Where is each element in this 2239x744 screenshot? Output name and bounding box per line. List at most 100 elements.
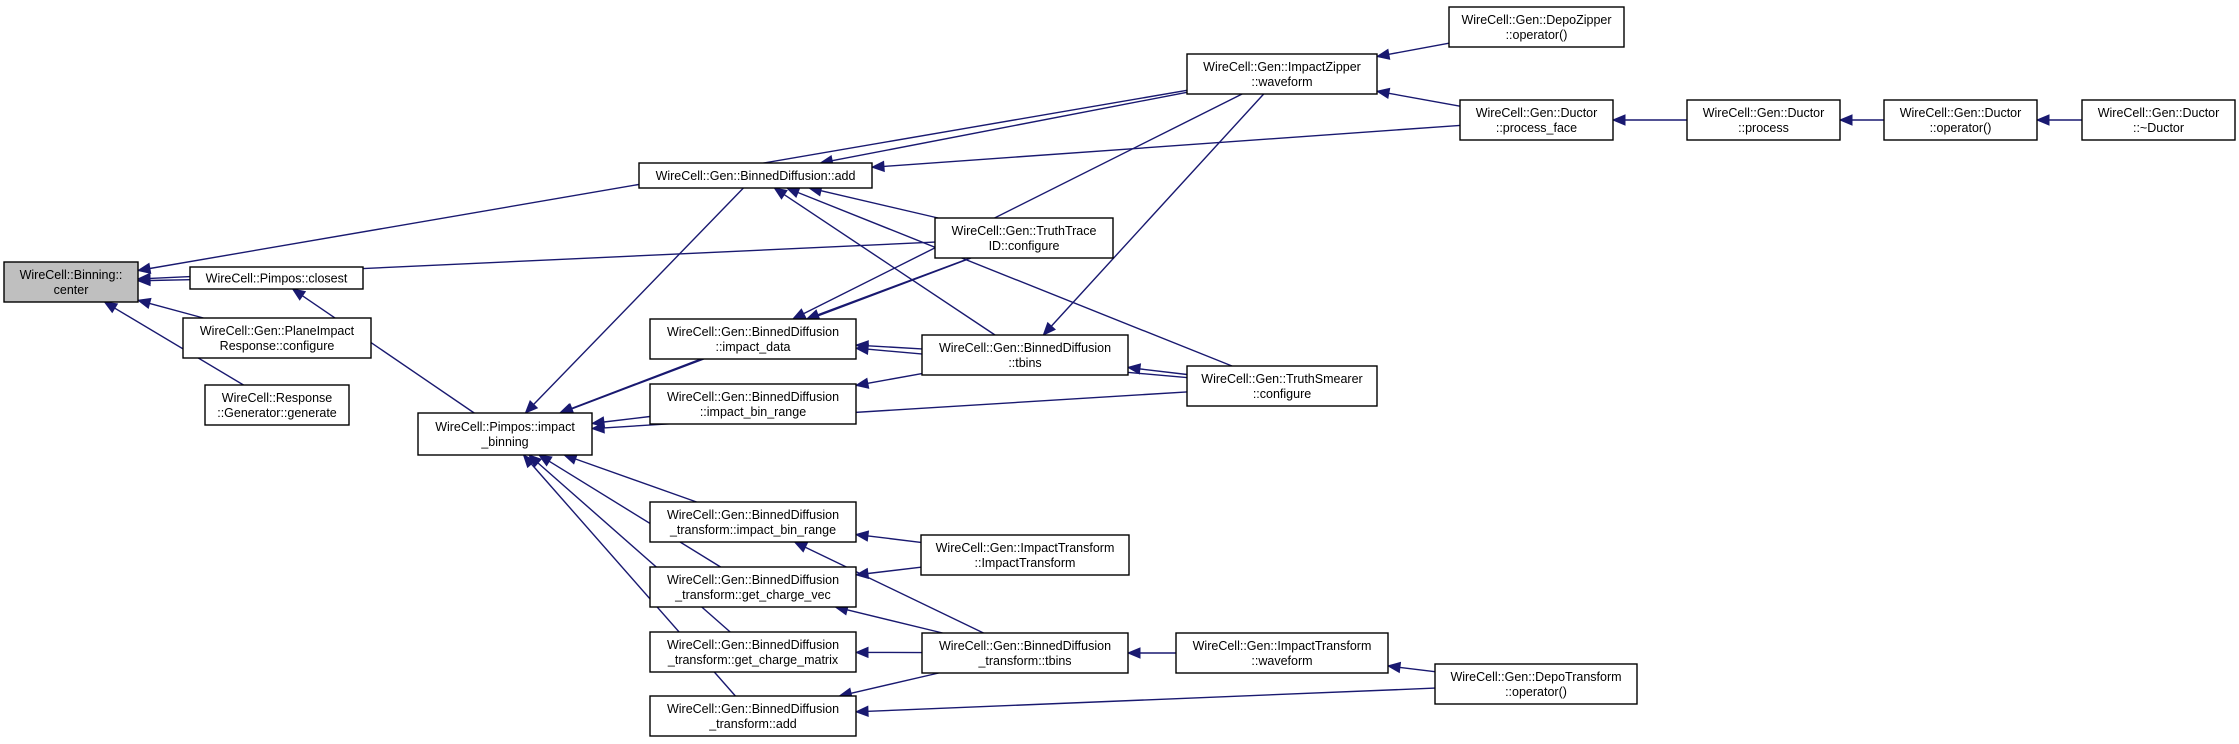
node-label: _transform::get_charge_vec <box>674 588 831 602</box>
node-box[interactable] <box>934 217 1114 259</box>
node-box[interactable] <box>649 318 857 360</box>
node-bdt_tbins[interactable]: WireCell::Gen::BinnedDiffusion_transform… <box>921 632 1129 674</box>
node-pimpos_impact_binning[interactable]: WireCell::Pimpos::impact_binning <box>417 412 593 456</box>
node-box[interactable] <box>920 534 1130 576</box>
node-box[interactable] <box>2081 99 2236 141</box>
edge-line <box>867 535 922 544</box>
node-box[interactable] <box>1883 99 2038 141</box>
node-impacttransform_waveform[interactable]: WireCell::Gen::ImpactTransform::waveform <box>1175 632 1389 674</box>
edge-line <box>1139 368 1188 376</box>
node-label: WireCell::Gen::DepoZipper <box>1461 13 1611 27</box>
node-box[interactable] <box>1175 632 1389 674</box>
node-label: ::impact_bin_range <box>700 405 806 419</box>
node-response_generate[interactable]: WireCell::Response::Generator::generate <box>204 384 350 426</box>
nodes-layer: WireCell::Binning::centerWireCell::Pimpo… <box>3 6 2236 737</box>
edge-line <box>1388 92 1461 107</box>
node-bd_impact_data[interactable]: WireCell::Gen::BinnedDiffusion::impact_d… <box>649 318 857 360</box>
edge-line <box>846 609 943 634</box>
edge-bdt_tbins-to-bdt_impact_bin_range <box>793 541 984 634</box>
node-box[interactable] <box>1186 53 1378 95</box>
edge-line <box>867 566 922 575</box>
node-label: center <box>54 283 89 297</box>
arrowhead <box>785 187 801 198</box>
node-box[interactable] <box>204 384 350 426</box>
node-box[interactable] <box>649 695 857 737</box>
node-box[interactable] <box>1448 6 1625 48</box>
node-label: WireCell::Response <box>222 391 333 405</box>
node-box[interactable] <box>1434 663 1638 705</box>
edge-bd_tbins-to-bd_impact_bin_range <box>854 372 923 389</box>
node-box[interactable] <box>189 266 364 290</box>
node-bd_impact_bin_range[interactable]: WireCell::Gen::BinnedDiffusion::impact_b… <box>649 383 857 425</box>
node-bdt_add[interactable]: WireCell::Gen::BinnedDiffusion_transform… <box>649 695 857 737</box>
node-ductor_process[interactable]: WireCell::Gen::Ductor::process <box>1686 99 1841 141</box>
node-bdt_impact_bin_range[interactable]: WireCell::Gen::BinnedDiffusion_transform… <box>649 501 857 543</box>
edge-depotransform_operator-to-bdt_add <box>854 687 1436 718</box>
node-bdt_get_charge_matrix[interactable]: WireCell::Gen::BinnedDiffusion_transform… <box>649 631 857 673</box>
node-box[interactable] <box>921 632 1129 674</box>
node-label: _transform::impact_bin_range <box>669 523 836 537</box>
node-ductor_operator[interactable]: WireCell::Gen::Ductor::operator() <box>1883 99 2038 141</box>
arrowhead <box>1386 661 1402 674</box>
node-ductor_dtor[interactable]: WireCell::Gen::Ductor::~Ductor <box>2081 99 2236 141</box>
node-label: ID::configure <box>989 239 1060 253</box>
node-label: WireCell::Gen::BinnedDiffusion <box>667 508 839 522</box>
arrowhead <box>793 541 809 553</box>
node-label: WireCell::Gen::PlaneImpact <box>200 324 355 338</box>
node-bdt_get_charge_vec[interactable]: WireCell::Gen::BinnedDiffusion_transform… <box>649 566 857 608</box>
node-label: WireCell::Gen::Ductor <box>2098 106 2220 120</box>
node-box[interactable] <box>921 334 1129 376</box>
edge-impacttransform_ctor-to-bdt_get_charge_vec <box>854 566 922 580</box>
edge-ductor_dtor-to-ductor_operator <box>2035 114 2082 126</box>
arrowhead <box>870 160 885 173</box>
node-box[interactable] <box>1686 99 1841 141</box>
edge-planeimpact_configure-to-binning_center <box>136 297 204 319</box>
arrowhead <box>1375 87 1391 100</box>
node-box[interactable] <box>1186 365 1378 407</box>
edge-line <box>883 124 1461 168</box>
edge-line <box>831 91 1188 162</box>
node-label: WireCell::Gen::BinnedDiffusion <box>667 702 839 716</box>
node-box[interactable] <box>3 261 139 303</box>
node-bd_add[interactable]: WireCell::Gen::BinnedDiffusion::add <box>638 162 873 189</box>
arrowhead <box>1126 363 1142 375</box>
edge-ductor_process-to-ductor_process_face <box>1611 114 1687 126</box>
edge-impactzipper_waveform-to-bd_add <box>819 91 1188 167</box>
arrowhead <box>1375 48 1391 60</box>
node-box[interactable] <box>182 317 372 359</box>
node-box[interactable] <box>1459 99 1614 141</box>
node-label: WireCell::Gen::BinnedDiffusion <box>939 639 1111 653</box>
node-label: ::impact_data <box>715 340 790 354</box>
node-label: WireCell::Gen::BinnedDiffusion <box>667 390 839 404</box>
edge-line <box>867 687 1436 712</box>
node-box[interactable] <box>649 501 857 543</box>
node-label: ::operator() <box>1505 685 1567 699</box>
node-box[interactable] <box>649 383 857 425</box>
arrowhead <box>1042 321 1056 336</box>
node-bd_tbins[interactable]: WireCell::Gen::BinnedDiffusion::tbins <box>921 334 1129 376</box>
arrowhead <box>562 453 578 465</box>
edge-pimpos_impact_binning-to-pimpos_closest <box>291 288 475 414</box>
node-ductor_process_face[interactable]: WireCell::Gen::Ductor::process_face <box>1459 99 1614 141</box>
node-pimpos_closest[interactable]: WireCell::Pimpos::closest <box>189 266 364 290</box>
node-depotransform_operator[interactable]: WireCell::Gen::DepoTransform::operator() <box>1434 663 1638 705</box>
arrowhead <box>103 301 119 314</box>
node-binning_center[interactable]: WireCell::Binning::center <box>3 261 139 303</box>
node-label: ::process_face <box>1496 121 1577 135</box>
arrowhead <box>854 646 869 659</box>
node-box[interactable] <box>649 566 857 608</box>
node-impacttransform_ctor[interactable]: WireCell::Gen::ImpactTransform::ImpactTr… <box>920 534 1130 576</box>
node-planeimpact_configure[interactable]: WireCell::Gen::PlaneImpactResponse::conf… <box>182 317 372 359</box>
edge-ductor_process_face-to-impactzipper_waveform <box>1375 87 1461 107</box>
edge-line <box>575 458 697 503</box>
node-box[interactable] <box>649 631 857 673</box>
edge-line <box>302 295 475 414</box>
node-depozipper_operator[interactable]: WireCell::Gen::DepoZipper::operator() <box>1448 6 1625 48</box>
node-impactzipper_waveform[interactable]: WireCell::Gen::ImpactZipper::waveform <box>1186 53 1378 95</box>
node-label: WireCell::Gen::BinnedDiffusion <box>667 325 839 339</box>
node-truthsmearer_configure[interactable]: WireCell::Gen::TruthSmearer::configure <box>1186 365 1378 407</box>
arrowhead <box>522 454 536 469</box>
node-box[interactable] <box>417 412 593 456</box>
node-box[interactable] <box>638 162 873 189</box>
